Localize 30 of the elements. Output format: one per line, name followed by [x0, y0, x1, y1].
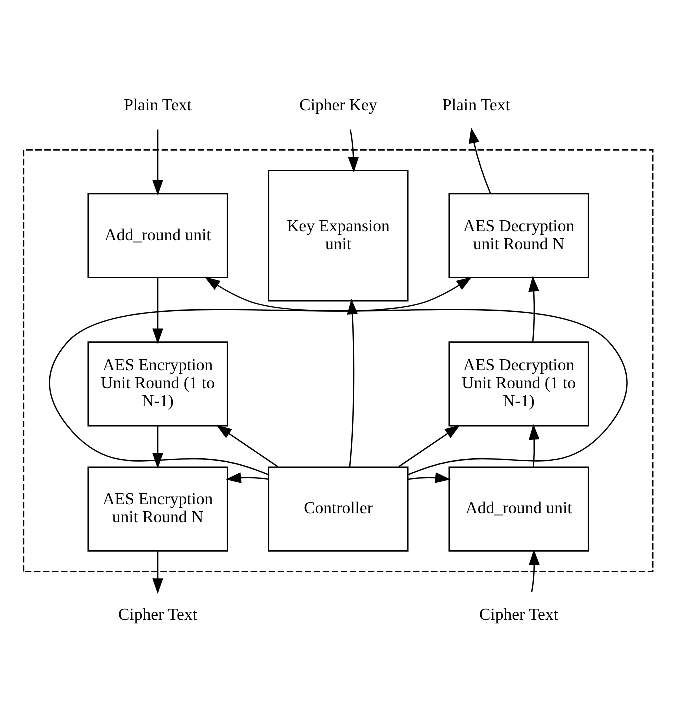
arrow [152, 426, 164, 469]
node-box: AES Decryption unit Round N [448, 193, 590, 278]
node-box: Add_round unit [448, 466, 590, 552]
arrow [152, 130, 164, 196]
node-text: Cipher Text [118, 605, 198, 624]
arrow [408, 472, 451, 484]
arrow [528, 424, 540, 467]
arrow [529, 550, 540, 592]
node-text: Plain Text [124, 96, 192, 115]
node-box: Controller [268, 466, 409, 552]
node-box: AES Decryption Unit Round (1 to N-1) [448, 342, 590, 427]
node-box: AES Encryption unit Round N [88, 466, 228, 552]
node-text: Cipher Key [300, 96, 378, 115]
arrow [152, 278, 164, 344]
cluster [23, 150, 654, 572]
arrow [49, 277, 472, 476]
arrow [347, 299, 358, 468]
node-text: Cipher Text [480, 605, 558, 624]
arrow [216, 425, 278, 468]
arrow [226, 472, 269, 484]
arrow [348, 130, 360, 173]
node-box: Key Expansion unit [268, 170, 409, 302]
arrow [204, 277, 628, 476]
node-box: AES Encryption Unit Round (1 to N-1) [88, 342, 228, 427]
arrow [468, 128, 492, 194]
node-text: Plain Text [442, 96, 510, 115]
arrow [398, 425, 461, 468]
arrow [152, 552, 164, 594]
node-box: Add_round unit [88, 193, 228, 278]
arrow [528, 276, 540, 342]
